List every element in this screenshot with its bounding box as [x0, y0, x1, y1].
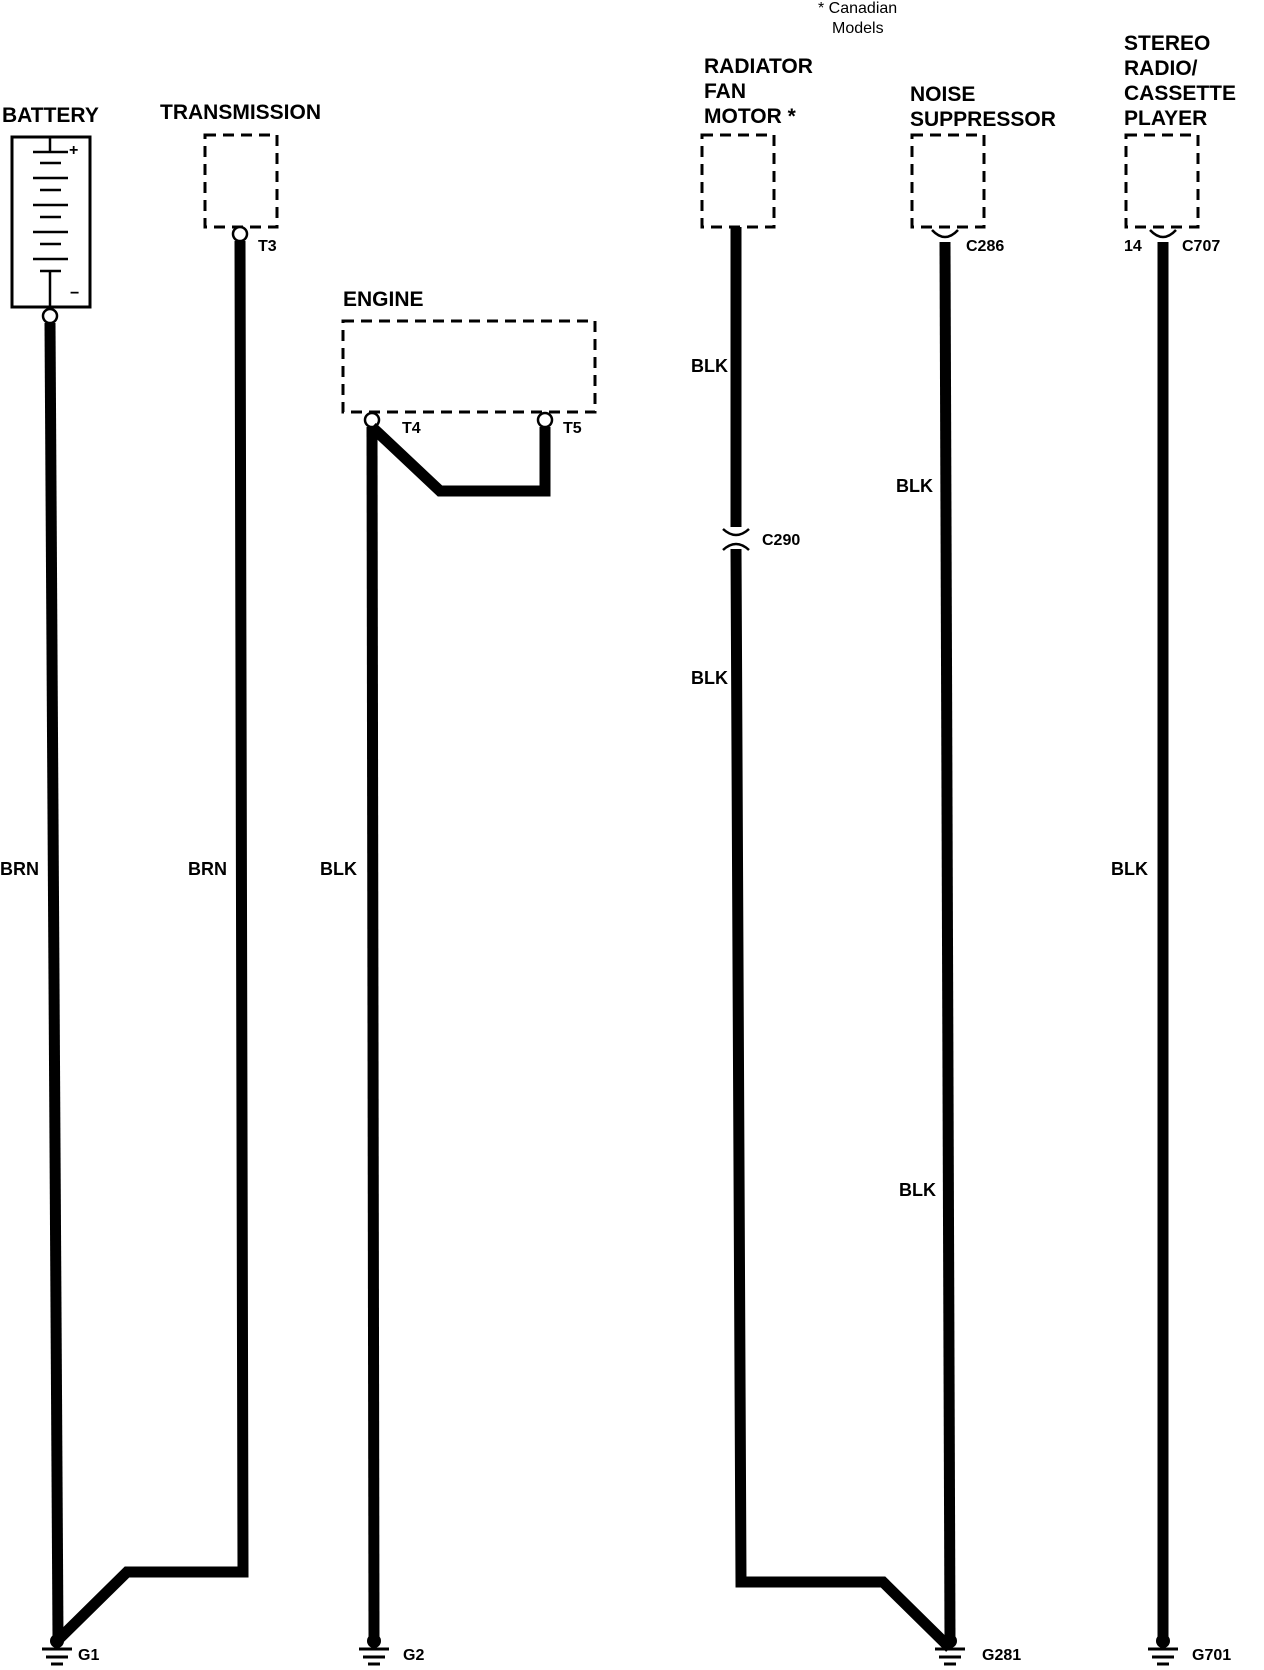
wire-fan-lower-blk: [730, 548, 954, 1652]
terminal-t5: [536, 411, 554, 429]
wire-label-noise-upper: BLK: [896, 476, 933, 496]
wire-noise-blk: [939, 241, 956, 1641]
ground-g281-point: [943, 1634, 957, 1648]
noise-suppressor-label-1: NOISE: [910, 83, 975, 106]
connector-c286-symbol: [931, 229, 959, 239]
noise-suppressor: NOISE SUPPRESSOR C286: [910, 83, 1056, 255]
engine-label: ENGINE: [343, 288, 424, 311]
ground-g2-point: [367, 1634, 381, 1648]
canadian-models-note-line1: * Canadian: [818, 0, 897, 17]
transmission-box: [203, 133, 279, 229]
battery-positive-label: +: [69, 142, 78, 159]
wire-label-fan-upper: BLK: [691, 356, 728, 376]
connector-c707-pin-label: 14: [1124, 238, 1142, 255]
terminal-t3: [231, 225, 249, 243]
connector-c286-label: C286: [966, 238, 1004, 255]
stereo-label-2: RADIO/: [1124, 57, 1198, 80]
wire-label-stereo: BLK: [1111, 859, 1148, 879]
connector-c290: C290: [722, 528, 800, 551]
battery-cells-icon: [33, 137, 68, 307]
stereo-box: [1124, 133, 1200, 229]
ground-g281-label: G281: [982, 1647, 1021, 1664]
ground-g2: G2: [359, 1634, 424, 1666]
radiator-fan-motor: RADIATOR FAN MOTOR *: [700, 55, 813, 229]
transmission: TRANSMISSION T3: [160, 101, 321, 255]
radiator-fan-motor-label-2: FAN: [704, 80, 746, 103]
ground-g1-label: G1: [78, 1647, 99, 1664]
ground-g701-label: G701: [1192, 1647, 1231, 1664]
battery: BATTERY + −: [2, 104, 99, 325]
stereo-radio-cassette-player: STEREO RADIO/ CASSETTE PLAYER 14 C707: [1124, 32, 1236, 255]
stereo-label-3: CASSETTE: [1124, 82, 1236, 105]
wire-label-battery: BRN: [0, 859, 39, 879]
ground-g701: G701: [1148, 1634, 1231, 1666]
ground-g701-point: [1156, 1634, 1170, 1648]
engine: ENGINE T4 T5: [341, 288, 597, 437]
stereo-label-4: PLAYER: [1124, 107, 1207, 130]
radiator-fan-motor-box: [700, 133, 776, 229]
wire-transmission-brn: [54, 240, 249, 1644]
wire-engine-jumper: [368, 422, 551, 497]
wire-label-fan-lower: BLK: [691, 668, 728, 688]
wire-engine-blk: [366, 426, 380, 1639]
stereo-label-1: STEREO: [1124, 32, 1210, 55]
connector-c290-label: C290: [762, 532, 800, 549]
connector-c707-label: C707: [1182, 238, 1220, 255]
ground-g2-label: G2: [403, 1647, 424, 1664]
ground-g1-point: [50, 1634, 64, 1648]
ground-g1: G1: [42, 1634, 99, 1666]
battery-label: BATTERY: [2, 104, 99, 127]
terminal-t3-label: T3: [258, 238, 277, 255]
connector-c707-symbol: [1149, 229, 1177, 239]
radiator-fan-motor-label-3: MOTOR *: [704, 105, 797, 128]
battery-negative-label: −: [70, 285, 79, 302]
transmission-label: TRANSMISSION: [160, 101, 321, 124]
wire-label-noise-lower: BLK: [899, 1180, 936, 1200]
noise-suppressor-label-2: SUPPRESSOR: [910, 108, 1056, 131]
wire-label-transmission: BRN: [188, 859, 227, 879]
engine-box: [341, 319, 597, 414]
battery-terminal: [41, 307, 59, 325]
radiator-fan-motor-label-1: RADIATOR: [704, 55, 813, 78]
noise-suppressor-box: [910, 133, 986, 229]
ground-g281: G281: [935, 1634, 1021, 1666]
wire-label-engine: BLK: [320, 859, 357, 879]
terminal-t4-label: T4: [402, 420, 421, 437]
wire-battery-brn: [44, 322, 64, 1639]
canadian-models-note-line2: Models: [832, 20, 884, 37]
terminal-t5-label: T5: [563, 420, 582, 437]
